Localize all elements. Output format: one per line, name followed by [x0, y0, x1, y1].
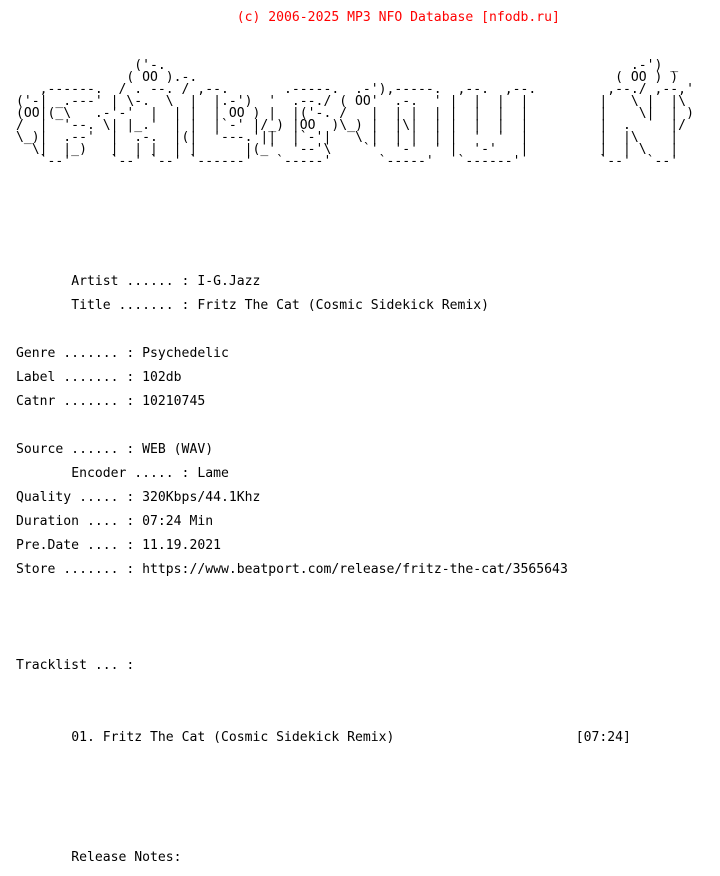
blank-line — [16, 804, 716, 816]
blank-line — [16, 204, 716, 216]
track-row: 01. Fritz The Cat (Cosmic Sidekick Remix… — [16, 730, 716, 745]
title-key: Title ....... : — [71, 298, 198, 313]
copyright-text: (c) 2006-2025 MP3 NFO Database [nfodb.ru… — [236, 10, 560, 25]
ascii-logo: ('-. .-') _ ( OO ).-. ( OO ) ) ,------. … — [16, 58, 694, 169]
blank-line — [16, 180, 716, 192]
copyright-notice: (c) 2006-2025 MP3 NFO Database [nfodb.ru… — [16, 10, 716, 25]
title-row: Title ....... : Fritz The Cat (Cosmic Si… — [16, 298, 716, 313]
blank-line — [16, 252, 716, 264]
duration-key: Duration .... : — [16, 514, 143, 529]
release-notes-label: Release Notes: — [71, 850, 182, 865]
encoder-value: Lame — [197, 466, 229, 481]
release-notes-heading: Release Notes: — [16, 850, 716, 865]
track-title: Fritz The Cat (Cosmic Sidekick Remix) — [102, 730, 395, 745]
source-key: Source ...... : — [16, 442, 143, 457]
blank-line — [16, 708, 716, 720]
quality-row: Quality ..... : 320Kbps/44.1Khz — [16, 490, 716, 505]
track-length: [07:24] — [575, 730, 631, 745]
title-value: Fritz The Cat (Cosmic Sidekick Remix) — [197, 298, 490, 313]
store-row: Store ....... : https://www.beatport.com… — [16, 562, 716, 577]
source-value: WEB (WAV) — [142, 442, 214, 457]
encoder-row: Encoder ..... : Lame — [16, 466, 716, 481]
blank-line — [16, 36, 716, 48]
predate-value: 11.19.2021 — [142, 538, 221, 553]
catnr-row: Catnr ....... : 10210745 — [16, 394, 716, 409]
duration-row: Duration .... : 07:24 Min — [16, 514, 716, 529]
label-key: Label ....... : — [16, 370, 143, 385]
label-row: Label ....... : 102db — [16, 370, 716, 385]
artist-row: Artist ...... : I-G.Jazz — [16, 274, 716, 289]
encoder-key: Encoder ..... : — [71, 466, 198, 481]
blank-line — [16, 828, 716, 840]
quality-key: Quality ..... : — [16, 490, 143, 505]
artist-value: I-G.Jazz — [197, 274, 261, 289]
predate-key: Pre.Date .... : — [16, 538, 143, 553]
catnr-key: Catnr ....... : — [16, 394, 143, 409]
nfo-document: (c) 2006-2025 MP3 NFO Database [nfodb.ru… — [16, 0, 716, 876]
track-number: 01. — [71, 730, 95, 745]
blank-line — [16, 780, 716, 792]
blank-line — [16, 324, 716, 336]
blank-line — [16, 684, 716, 696]
genre-row: Genre ....... : Psychedelic — [16, 346, 716, 361]
blank-line — [16, 420, 716, 432]
genre-key: Genre ....... : — [16, 346, 143, 361]
predate-row: Pre.Date .... : 11.19.2021 — [16, 538, 716, 553]
quality-value: 320Kbps/44.1Khz — [142, 490, 261, 505]
blank-line — [16, 756, 716, 768]
blank-line — [16, 588, 716, 600]
genre-value: Psychedelic — [142, 346, 229, 361]
tracklist-heading: Tracklist ... : — [16, 658, 135, 673]
source-row: Source ...... : WEB (WAV) — [16, 442, 716, 457]
blank-line — [16, 228, 716, 240]
catnr-value: 10210745 — [142, 394, 206, 409]
label-value: 102db — [142, 370, 182, 385]
blank-line — [16, 612, 716, 624]
store-key: Store ....... : — [16, 562, 143, 577]
store-link[interactable]: https://www.beatport.com/release/fritz-t… — [142, 562, 568, 577]
duration-value: 07:24 Min — [142, 514, 214, 529]
artist-key: Artist ...... : — [71, 274, 198, 289]
blank-line — [16, 636, 716, 648]
